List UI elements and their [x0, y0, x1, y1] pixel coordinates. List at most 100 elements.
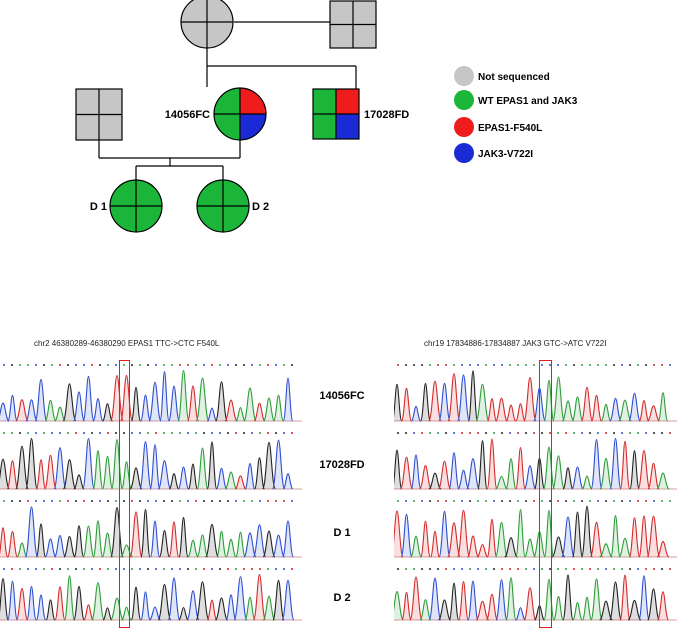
trace-peak	[271, 439, 286, 490]
base-call-dot	[557, 364, 559, 366]
base-call-dot	[83, 568, 85, 570]
trace-peak	[45, 599, 56, 621]
base-call-dot	[19, 364, 21, 366]
base-call-dot	[573, 500, 575, 502]
trace-peak	[590, 578, 603, 621]
trace-peak	[130, 386, 142, 422]
trace-peak	[401, 591, 412, 621]
base-call-dot	[27, 500, 29, 502]
base-call-dot	[291, 364, 293, 366]
base-call-dot	[541, 500, 543, 502]
base-call-dot	[211, 364, 213, 366]
trace-peak	[7, 580, 18, 621]
trace-peak	[25, 437, 38, 490]
base-call-dot	[469, 432, 471, 434]
base-call-dot	[549, 500, 551, 502]
trace-peak	[523, 376, 537, 422]
trace-peak	[523, 538, 537, 558]
base-call-dot	[461, 500, 463, 502]
base-call-dot	[171, 500, 173, 502]
base-call-dot	[605, 568, 607, 570]
trace-peak	[16, 542, 28, 558]
base-call-dot	[557, 432, 559, 434]
base-call-dot	[227, 568, 229, 570]
base-call-dot	[597, 432, 599, 434]
base-call-dot	[645, 500, 647, 502]
base-call-dot	[107, 364, 109, 366]
base-call-dot	[211, 432, 213, 434]
base-call-dot	[565, 500, 567, 502]
base-call-dot	[437, 364, 439, 366]
base-call-dot	[99, 364, 101, 366]
trace-peak	[91, 582, 105, 621]
father-symbol	[75, 88, 123, 141]
sample-label-17028fd: 17028FD	[319, 459, 365, 471]
trace-peak	[235, 531, 246, 558]
trace-peak	[515, 509, 526, 558]
trace-peak	[206, 407, 218, 422]
base-call-dot	[661, 500, 663, 502]
left-trace-17028fd	[0, 428, 302, 495]
left-trace-d2	[0, 564, 302, 626]
trace-peak	[216, 530, 227, 558]
sample-label-14056fc: 14056FC	[319, 390, 365, 402]
sample-label-d2: D 2	[333, 592, 351, 604]
trace-peak	[599, 600, 613, 621]
base-call-dot	[565, 364, 567, 366]
trace-peak	[140, 394, 151, 422]
base-call-dot	[51, 500, 53, 502]
base-call-dot	[131, 432, 133, 434]
base-call-dot	[429, 568, 431, 570]
base-call-dot	[533, 432, 535, 434]
base-call-dot	[75, 568, 77, 570]
trace-peak	[168, 521, 180, 558]
trace-peak	[92, 398, 104, 422]
trace-peak	[186, 590, 200, 621]
trace-peak	[448, 582, 460, 621]
base-call-dot	[525, 500, 527, 502]
base-call-dot	[653, 568, 655, 570]
trace-peak	[646, 515, 661, 558]
trace-peak	[177, 466, 190, 490]
base-call-dot	[195, 432, 197, 434]
base-call-dot	[661, 364, 663, 366]
trace-peak	[571, 466, 584, 490]
base-call-dot	[557, 500, 559, 502]
trace-peak	[62, 459, 77, 490]
trace-peak	[581, 475, 593, 490]
base-call-dot	[509, 432, 511, 434]
base-call-dot	[187, 500, 189, 502]
trace-peak	[234, 475, 247, 490]
base-call-dot	[195, 568, 197, 570]
trace-peak	[82, 375, 95, 422]
base-call-dot	[525, 432, 527, 434]
mother-quadrant-top-left	[214, 88, 240, 114]
base-call-dot	[501, 432, 503, 434]
trace-peak	[505, 404, 517, 422]
base-call-dot	[581, 364, 583, 366]
base-call-dot	[509, 500, 511, 502]
base-call-dot	[123, 432, 125, 434]
base-call-dot	[259, 432, 261, 434]
base-call-dot	[147, 432, 149, 434]
base-call-dot	[629, 568, 631, 570]
base-call-dot	[43, 432, 45, 434]
trace-peak	[110, 506, 124, 558]
base-call-dot	[661, 568, 663, 570]
trace-peak	[129, 511, 143, 558]
base-call-dot	[413, 364, 415, 366]
trace-peak	[262, 397, 276, 422]
base-call-dot	[155, 364, 157, 366]
base-call-dot	[11, 364, 13, 366]
trace-peak	[581, 505, 593, 558]
trace-peak	[282, 520, 294, 558]
trace-peak	[225, 538, 237, 558]
trace-peak	[618, 537, 632, 558]
trace-peak	[214, 597, 229, 621]
trace-peak	[35, 523, 47, 558]
trace-peak	[467, 370, 479, 422]
left-chromatogram-title: chr2 46380289-46380290 EPAS1 TTC->CTC F5…	[34, 339, 220, 348]
base-call-dot	[283, 364, 285, 366]
base-call-dot	[139, 500, 141, 502]
trace-peak	[44, 454, 57, 490]
